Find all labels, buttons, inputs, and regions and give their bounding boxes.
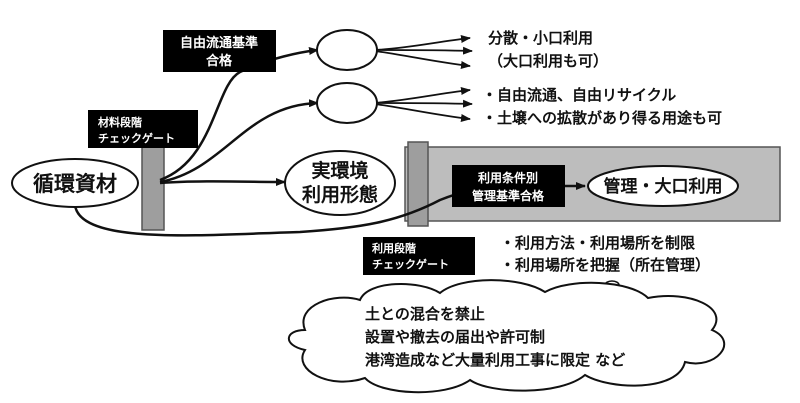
use-restrictions-line-1: ・利用方法・利用場所を制限 <box>500 234 695 252</box>
cloud-note-3: 港湾造成など大量利用工事に限定 など <box>365 351 625 369</box>
cloud-note-1: 土との混合を禁止 <box>365 305 485 323</box>
middle-fan-arrows <box>374 87 473 122</box>
flow-to-actual-use <box>159 177 286 186</box>
conditional-standard-line-1: 利用条件別 <box>478 170 538 185</box>
use-gate-line-1: 利用段階 <box>372 241 416 255</box>
managed-use-label: 管理・大口利用 <box>604 176 723 197</box>
material-gate-bar <box>141 144 165 231</box>
use-restrictions-line-2: ・利用場所を把握（所在管理） <box>500 256 710 274</box>
flow-to-middle-ellipse <box>159 99 319 184</box>
cloud-note-2: 設置や撤去の届出や許可制 <box>365 328 545 346</box>
upper-fan-arrows <box>374 35 473 69</box>
notes-cloud <box>287 279 726 394</box>
actual-use-label-2: 利用形態 <box>302 183 378 206</box>
free-flow-standard-line-2: 合格 <box>206 53 233 69</box>
free-recycle-line-1: ・自由流通、自由リサイクル <box>482 86 676 104</box>
distributed-line-2: （大口利用も可） <box>488 52 608 70</box>
middle-ellipse <box>316 82 378 124</box>
managed-use-node <box>587 165 739 207</box>
conditional-standard-box <box>452 165 565 207</box>
material-gate-line-1: 材料段階 <box>98 115 142 129</box>
actual-use-label-1: 実環境 <box>311 159 368 182</box>
use-gate-box <box>363 237 475 275</box>
free-flow-standard-box <box>163 30 276 72</box>
distributed-line-1: 分散・小口利用 <box>488 29 593 47</box>
use-gate-bar <box>407 141 429 227</box>
free-flow-standard-line-1: 自由流通基準 <box>180 35 258 51</box>
upper-ellipse <box>316 29 378 71</box>
source-node <box>11 158 139 208</box>
material-gate-box <box>88 110 198 148</box>
use-gate-line-2: チェックゲート <box>372 257 449 271</box>
material-gate-line-2: チェックゲート <box>98 131 175 145</box>
conditional-standard-line-2: 管理基準合格 <box>472 188 545 203</box>
source-label: 循環資材 <box>33 172 117 196</box>
actual-use-node <box>284 150 396 216</box>
flow-to-upper-ellipse <box>159 47 319 182</box>
free-recycle-line-2: ・土壌への拡散があり得る用途も可 <box>482 109 722 127</box>
